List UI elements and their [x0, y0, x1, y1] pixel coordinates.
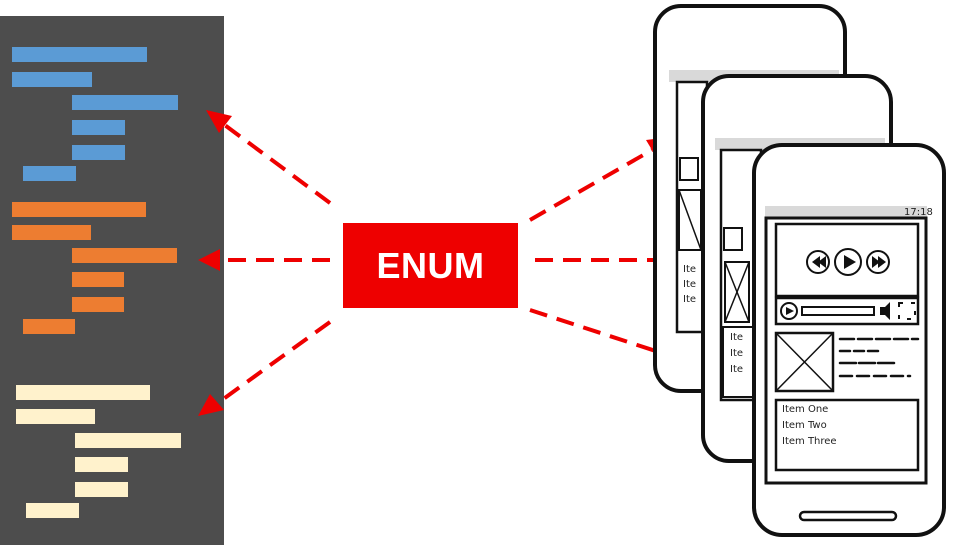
enum-box: ENUM [343, 223, 518, 308]
list-item-one: Item One [782, 404, 828, 415]
fullscreen-icon[interactable] [898, 302, 916, 320]
code-line-orange [72, 272, 124, 287]
arrowhead-cream [198, 394, 224, 416]
code-line-blue [23, 166, 76, 181]
middle-list-item: Ite [730, 332, 743, 343]
middle-list-item: Ite [730, 348, 743, 359]
enum-label: ENUM [376, 244, 485, 286]
code-line-blue [12, 47, 147, 62]
code-line-cream [16, 409, 95, 424]
home-button[interactable] [798, 510, 898, 522]
code-line-cream [26, 503, 79, 518]
code-line-orange [12, 225, 91, 240]
arrowhead-blue [206, 110, 232, 133]
arrow-to-phone-back [529, 148, 653, 222]
status-time: 17:18 [904, 207, 933, 218]
code-line-cream [75, 482, 128, 497]
code-line-blue [72, 145, 125, 160]
list-item-three: Item Three [782, 436, 837, 447]
code-line-cream [75, 433, 181, 448]
code-panel [0, 16, 224, 545]
seek-bar[interactable] [801, 306, 875, 316]
code-line-orange [23, 319, 75, 334]
arrow-to-cream-code [213, 320, 332, 407]
back-list-item: Ite [683, 294, 696, 305]
text-scribbles [838, 337, 920, 378]
list-item-two: Item Two [782, 420, 827, 431]
volume-icon[interactable] [880, 302, 890, 320]
code-line-blue [72, 95, 178, 110]
arrow-to-blue-code [220, 121, 332, 205]
code-line-orange [12, 202, 146, 217]
code-line-cream [16, 385, 150, 400]
code-line-cream [75, 457, 128, 472]
code-line-orange [72, 248, 177, 263]
code-line-blue [72, 120, 125, 135]
code-line-orange [72, 297, 124, 312]
code-line-blue [12, 72, 92, 87]
arrowhead-orange [198, 249, 220, 271]
middle-list-item: Ite [730, 364, 743, 375]
back-list-item: Ite [683, 279, 696, 290]
back-list-item: Ite [683, 264, 696, 275]
list-box [774, 398, 920, 472]
